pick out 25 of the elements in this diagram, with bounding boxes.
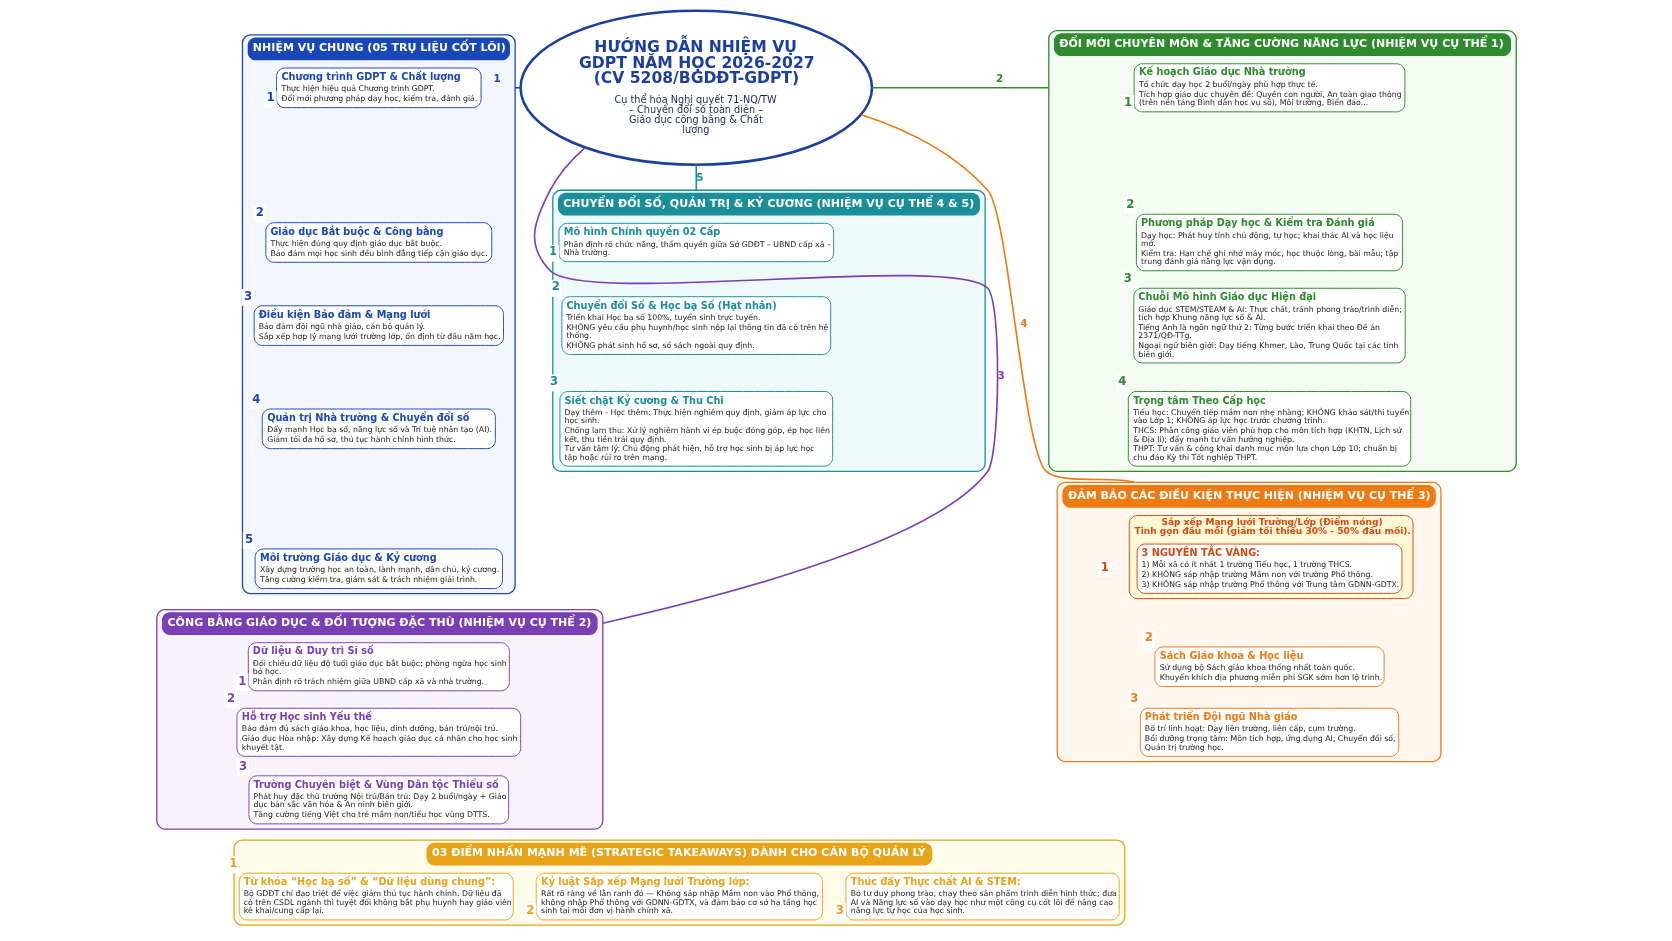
node-label: 2 xyxy=(255,205,264,220)
edge-label: 1 xyxy=(493,71,501,84)
edge-label: 2 xyxy=(995,71,1003,84)
node-label: 1 xyxy=(237,673,246,688)
node-label: 2 xyxy=(525,902,534,917)
edge-label: 4 xyxy=(1019,317,1027,330)
node-label: 1 xyxy=(1123,94,1132,109)
node-label: 2 xyxy=(551,279,560,294)
node-label: 5 xyxy=(244,531,253,546)
node-label: 4 xyxy=(1117,374,1126,389)
node-label: 1 xyxy=(1100,559,1109,574)
node-label: 3 xyxy=(549,374,558,389)
node-label: 4 xyxy=(251,391,260,406)
node-label: 1 xyxy=(548,244,557,259)
node-label: 2 xyxy=(1125,197,1134,212)
node-label: 1 xyxy=(266,90,275,105)
node-label: 3 xyxy=(835,902,844,917)
node-label: 3 xyxy=(1129,691,1138,706)
edge-label: 3 xyxy=(997,369,1005,382)
node-label: 3 xyxy=(1123,271,1132,286)
node-label: 2 xyxy=(1144,629,1153,644)
node-label: 3 xyxy=(243,288,252,303)
node-label: 2 xyxy=(226,691,235,706)
node-label: 3 xyxy=(238,758,247,773)
edge-label: 5 xyxy=(695,171,704,184)
